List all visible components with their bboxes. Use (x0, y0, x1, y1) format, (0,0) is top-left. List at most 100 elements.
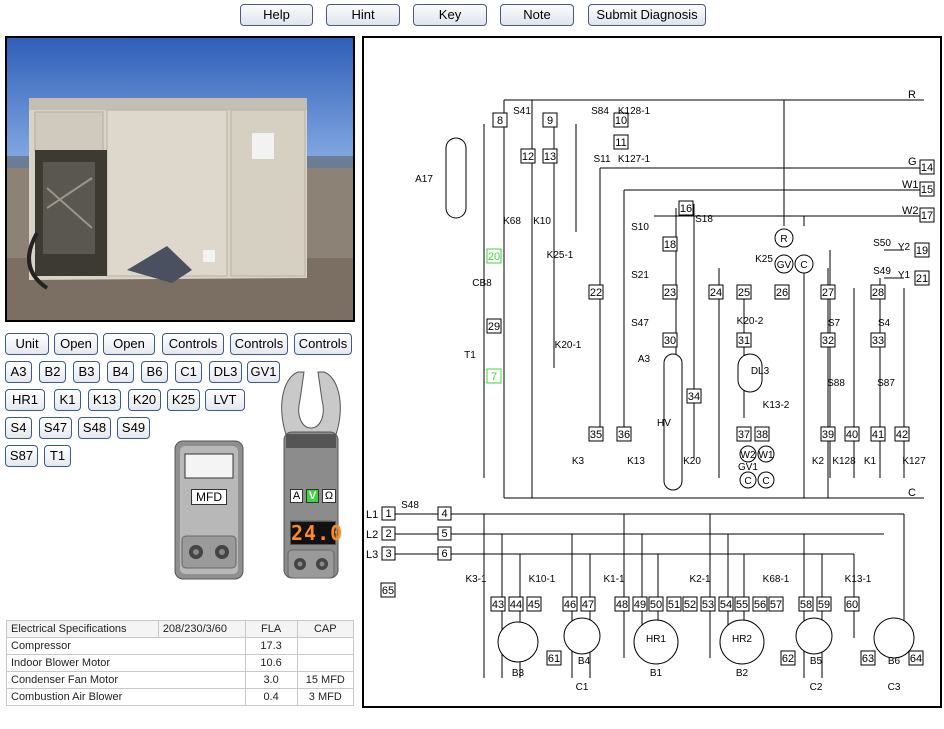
terminal-box[interactable] (914, 270, 930, 286)
unit-button[interactable]: Unit (5, 333, 49, 355)
terminal-11[interactable]: 11 (613, 134, 629, 150)
controls-button-1[interactable]: Controls (162, 333, 224, 355)
terminal-64[interactable]: 64 (908, 650, 924, 666)
terminal-box[interactable] (666, 596, 682, 612)
terminal-34[interactable]: 34 (686, 388, 702, 404)
terminal-60[interactable]: 60 (844, 596, 860, 612)
terminal-box[interactable] (780, 650, 796, 666)
terminal-box[interactable] (894, 426, 910, 442)
clamp-meter[interactable] (276, 370, 346, 582)
terminal-45[interactable]: 45 (526, 596, 542, 612)
terminal-box[interactable] (662, 284, 678, 300)
ohms-mode-button[interactable]: Ω (322, 489, 336, 503)
terminal-24[interactable]: 24 (708, 284, 724, 300)
terminal-box[interactable] (588, 284, 604, 300)
terminal-box[interactable] (908, 650, 924, 666)
component-button-s87[interactable]: S87 (5, 445, 38, 467)
terminal-box[interactable] (754, 426, 770, 442)
terminal-62[interactable]: 62 (780, 650, 796, 666)
terminal-52[interactable]: 52 (682, 596, 698, 612)
component-button-gv1[interactable]: GV1 (247, 361, 280, 383)
terminal-30[interactable]: 30 (662, 332, 678, 348)
terminal-54[interactable]: 54 (718, 596, 734, 612)
terminal-box[interactable] (588, 426, 604, 442)
terminal-26[interactable]: 26 (774, 284, 790, 300)
terminal-box[interactable] (860, 650, 876, 666)
help-button[interactable]: Help (240, 4, 313, 26)
terminal-box[interactable] (820, 284, 836, 300)
component-button-k13[interactable]: K13 (88, 389, 121, 411)
terminal-50[interactable]: 50 (648, 596, 664, 612)
terminal-36[interactable]: 36 (616, 426, 632, 442)
terminal-41[interactable]: 41 (870, 426, 886, 442)
volts-mode-button[interactable]: V (306, 489, 319, 503)
component-button-dl3[interactable]: DL3 (209, 361, 242, 383)
capacitance-meter[interactable] (174, 440, 244, 580)
terminal-box[interactable] (546, 650, 562, 666)
controls-button-3[interactable]: Controls (294, 333, 352, 355)
terminal-49[interactable]: 49 (632, 596, 648, 612)
terminal-box[interactable] (870, 426, 886, 442)
terminal-box[interactable] (682, 596, 698, 612)
terminal-65[interactable]: 65 (380, 582, 396, 598)
terminal-20[interactable]: 20 (486, 248, 502, 264)
terminal-58[interactable]: 58 (798, 596, 814, 612)
terminal-box[interactable] (662, 332, 678, 348)
component-button-s4[interactable]: S4 (5, 417, 32, 439)
terminal-37[interactable]: 37 (736, 426, 752, 442)
terminal-box[interactable] (508, 596, 524, 612)
terminal-box[interactable] (870, 332, 886, 348)
component-button-k20[interactable]: K20 (128, 389, 161, 411)
terminal-21[interactable]: 21 (914, 270, 930, 286)
terminal-25[interactable]: 25 (736, 284, 752, 300)
terminal-box[interactable] (380, 582, 396, 598)
terminal-box[interactable] (526, 596, 542, 612)
terminal-22[interactable]: 22 (588, 284, 604, 300)
terminal-31[interactable]: 31 (736, 332, 752, 348)
terminal-55[interactable]: 55 (734, 596, 750, 612)
terminal-43[interactable]: 43 (490, 596, 506, 612)
terminal-box[interactable] (914, 242, 930, 258)
terminal-box[interactable] (613, 112, 629, 128)
component-button-hr1[interactable]: HR1 (5, 389, 45, 411)
terminal-44[interactable]: 44 (508, 596, 524, 612)
terminal-box[interactable] (816, 596, 832, 612)
terminal-box[interactable] (844, 596, 860, 612)
terminal-18[interactable]: 18 (662, 236, 678, 252)
component-button-t1[interactable]: T1 (44, 445, 71, 467)
key-button[interactable]: Key (413, 4, 487, 26)
terminal-box[interactable] (844, 426, 860, 442)
terminal-box[interactable] (736, 332, 752, 348)
component-button-c1[interactable]: C1 (175, 361, 202, 383)
component-button-b4[interactable]: B4 (107, 361, 134, 383)
component-button-b3[interactable]: B3 (73, 361, 100, 383)
component-button-a3[interactable]: A3 (5, 361, 32, 383)
terminal-61[interactable]: 61 (546, 650, 562, 666)
terminal-box[interactable] (820, 332, 836, 348)
terminal-27[interactable]: 27 (820, 284, 836, 300)
terminal-box[interactable] (490, 596, 506, 612)
terminal-box[interactable] (486, 248, 502, 264)
note-button[interactable]: Note (500, 4, 574, 26)
terminal-57[interactable]: 57 (768, 596, 784, 612)
terminal-47[interactable]: 47 (580, 596, 596, 612)
component-button-b2[interactable]: B2 (39, 361, 66, 383)
terminal-53[interactable]: 53 (700, 596, 716, 612)
open-button-2[interactable]: Open (103, 333, 155, 355)
terminal-59[interactable]: 59 (816, 596, 832, 612)
terminal-33[interactable]: 33 (870, 332, 886, 348)
terminal-box[interactable] (562, 596, 578, 612)
terminal-28[interactable]: 28 (870, 284, 886, 300)
terminal-box[interactable] (718, 596, 734, 612)
terminal-box[interactable] (686, 388, 702, 404)
hint-button[interactable]: Hint (326, 4, 400, 26)
terminal-box[interactable] (613, 134, 629, 150)
terminal-box[interactable] (616, 426, 632, 442)
terminal-box[interactable] (700, 596, 716, 612)
component-button-b6[interactable]: B6 (141, 361, 168, 383)
component-button-lvt[interactable]: LVT (205, 389, 245, 411)
terminal-16[interactable]: 16 (678, 200, 694, 216)
terminal-38[interactable]: 38 (754, 426, 770, 442)
terminal-box[interactable] (774, 284, 790, 300)
terminal-63[interactable]: 63 (860, 650, 876, 666)
